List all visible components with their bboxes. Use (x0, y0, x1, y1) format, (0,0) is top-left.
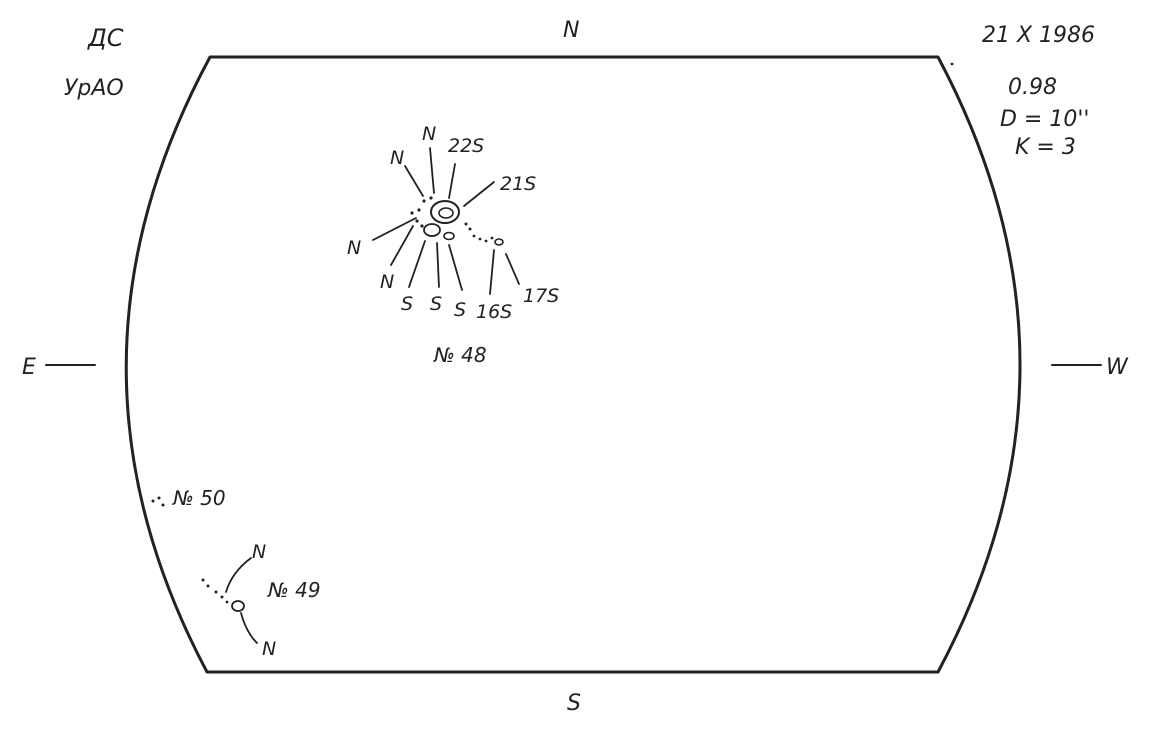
leader-49-n-top (225, 557, 252, 593)
group-48-leaders (372, 147, 520, 295)
pore (214, 590, 218, 594)
leader-s3 (448, 244, 463, 291)
leader-17s (505, 253, 520, 285)
leader-s1 (408, 240, 426, 288)
leader-n3 (372, 217, 417, 241)
polarity-label: 21S (500, 173, 536, 195)
spot-49-main (231, 600, 245, 612)
pore (420, 224, 424, 228)
group-48-label: № 48 (433, 343, 487, 367)
pore (220, 595, 224, 599)
solar-disk-outline (124, 55, 1022, 674)
group-48-spots (410, 196, 504, 246)
pore (464, 222, 468, 226)
pore (490, 236, 494, 240)
observation-date: 21 X 1986 (982, 23, 1095, 48)
group-50-spots (151, 496, 165, 507)
pore (468, 227, 472, 231)
polarity-label: S (430, 293, 442, 315)
pore (422, 199, 426, 203)
observatory-name: УрАО (64, 76, 124, 101)
polarity-label: N (347, 237, 361, 259)
leader-s2 (436, 242, 440, 288)
east-label: E (22, 355, 36, 380)
leader-16s (489, 249, 495, 295)
pore (472, 234, 476, 238)
leader-21s (463, 181, 495, 207)
spot-n-follower (423, 223, 441, 237)
polarity-label: N (422, 123, 436, 145)
polarity-label: S (454, 299, 466, 321)
polarity-label: N (390, 147, 404, 169)
pore (151, 499, 155, 503)
pore (410, 211, 414, 215)
polarity-label: S (401, 293, 413, 315)
leader-n4 (390, 225, 414, 266)
pore (478, 237, 482, 241)
south-label: S (567, 691, 581, 716)
pore (429, 196, 433, 200)
group-49-label: № 49 (267, 578, 321, 602)
pore (417, 208, 421, 212)
north-label: N (563, 18, 579, 43)
pore (206, 584, 210, 588)
spot-s-small (443, 231, 455, 241)
speck-mark (950, 62, 954, 66)
polarity-label: N (252, 541, 266, 563)
spot-22s-umbra (438, 207, 454, 219)
phase-value: 0.98 (1008, 75, 1057, 100)
pore (415, 219, 419, 223)
leader-n2 (429, 147, 435, 194)
polarity-label: N (262, 638, 276, 660)
west-label: W (1106, 355, 1129, 380)
leader-n1 (404, 165, 424, 197)
pore (201, 578, 205, 582)
group-50-label: № 50 (172, 486, 226, 510)
quality-index: K = 3 (1015, 135, 1076, 160)
polarity-label: 16S (476, 301, 512, 323)
spot-16s (494, 238, 504, 246)
polarity-label: N (380, 271, 394, 293)
pore (484, 239, 488, 243)
pore (225, 600, 229, 604)
group-49-spots (201, 578, 245, 612)
pore (157, 496, 161, 500)
leader-22s (448, 163, 456, 199)
polarity-label: 17S (523, 285, 559, 307)
polarity-label: 22S (448, 135, 484, 157)
observer-code: ДС (87, 24, 124, 52)
pore (161, 503, 165, 507)
spot-22s-penumbra (430, 200, 460, 224)
disk-diameter: D = 10'' (1000, 107, 1089, 132)
leader-49-n-bottom (240, 612, 258, 644)
